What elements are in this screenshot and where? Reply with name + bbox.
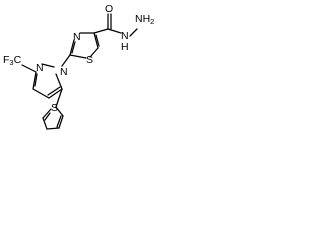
cf3-group xyxy=(21,64,37,73)
structure-canvas: N N N S S O N H NH2 F3C xyxy=(0,0,157,148)
cf3-subscript: 3 xyxy=(9,58,13,67)
atom-labels: N N N S S O N H NH2 F3C xyxy=(3,3,154,114)
nh2-subscript: 2 xyxy=(150,17,154,26)
thiazole-n-label: N xyxy=(73,31,81,43)
amide-n-label: N xyxy=(121,30,129,42)
pyrazole-ring xyxy=(32,63,63,108)
linker-bond xyxy=(61,54,71,67)
thiazole-ring xyxy=(69,32,100,59)
pyrazole-n1-label: N xyxy=(60,66,68,78)
nh2-label: NH2 xyxy=(135,13,154,26)
cf3-label: F3C xyxy=(3,54,22,67)
pyrazole-n2-label: N xyxy=(36,62,44,74)
chemical-structure: N N N S S O N H NH2 F3C xyxy=(3,3,154,130)
thiophene-s-label: S xyxy=(51,102,58,114)
carbohydrazide-group xyxy=(93,13,138,37)
cf3-f: F xyxy=(3,54,9,66)
amide-h-label: H xyxy=(121,41,129,53)
thiophene-ring xyxy=(42,106,64,130)
thiazole-s-label: S xyxy=(86,54,93,66)
nh2-main: NH xyxy=(135,13,150,25)
cf3-c: C xyxy=(14,54,22,66)
carbonyl-o-label: O xyxy=(105,3,113,15)
